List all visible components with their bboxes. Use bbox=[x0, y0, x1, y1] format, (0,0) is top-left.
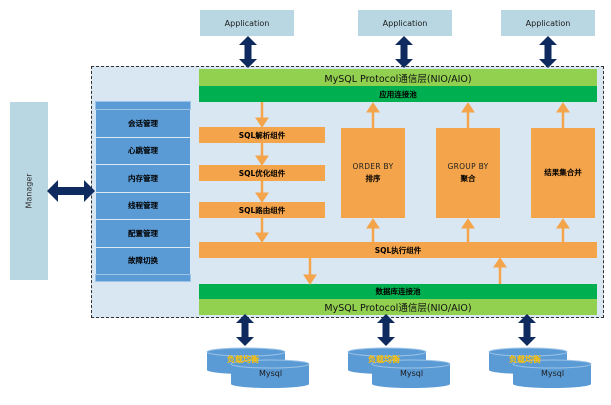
mysql-label: Mysql bbox=[400, 369, 424, 378]
module-label: 配置管理 bbox=[128, 228, 158, 238]
database-cylinder-front bbox=[512, 359, 592, 388]
arrow-executor-to-merge bbox=[556, 218, 570, 242]
module-label: 会话管理 bbox=[128, 118, 158, 128]
app-link-arrow-3 bbox=[539, 36, 557, 68]
module-label: 内存管理 bbox=[128, 173, 158, 183]
load-balance-label: 负载均衡 bbox=[368, 355, 400, 364]
arrow-parser-to-optimizer bbox=[255, 143, 269, 166]
db-link-arrow-1 bbox=[236, 314, 254, 346]
arrow-optimizer-to-router bbox=[255, 181, 269, 203]
processor-en-label: ORDER BY bbox=[352, 162, 394, 171]
app-pool-label: 应用连接池 bbox=[379, 89, 417, 99]
module-config: 配置管理 bbox=[96, 220, 190, 248]
module-label: 心跳管理 bbox=[128, 146, 158, 156]
component-label: SQL优化组件 bbox=[238, 168, 286, 178]
arrow-orderby-to-app-pool bbox=[366, 102, 380, 128]
arrow-executor-to-groupby bbox=[461, 218, 475, 242]
module-label: 线程管理 bbox=[128, 201, 158, 211]
processor-zh-label: 结果集合并 bbox=[544, 168, 582, 177]
application-label: Application bbox=[224, 18, 270, 28]
management-panel-top-bar bbox=[95, 101, 191, 110]
manager-link-arrow bbox=[47, 180, 95, 202]
top-protocol-layer: MySQL Protocol通信层(NIO/AIO) bbox=[199, 69, 597, 86]
app-connection-pool: 应用连接池 bbox=[199, 86, 597, 102]
manager-box: Manager bbox=[10, 102, 48, 280]
sql-router-component: SQL路由组件 bbox=[199, 202, 325, 218]
arrow-db-pool-to-executor bbox=[493, 257, 507, 284]
arrow-executor-to-orderby bbox=[366, 218, 380, 242]
sql-parser-component: SQL解析组件 bbox=[199, 127, 325, 143]
module-failover: 故障切换 bbox=[96, 247, 190, 274]
module-session: 会话管理 bbox=[96, 110, 190, 138]
result-merge-processor: 结果集合并 bbox=[531, 128, 595, 218]
db-link-arrow-3 bbox=[518, 314, 536, 346]
module-label: 故障切换 bbox=[128, 256, 158, 266]
processor-zh-label: 排序 bbox=[365, 174, 381, 183]
executor-label: SQL执行组件 bbox=[374, 245, 422, 255]
module-thread: 线程管理 bbox=[96, 192, 190, 220]
application-label: Application bbox=[525, 18, 571, 28]
load-balance-label: 负载均衡 bbox=[227, 355, 259, 364]
application-label: Application bbox=[382, 18, 428, 28]
app-link-arrow-2 bbox=[395, 36, 413, 68]
order-by-processor: ORDER BY 排序 bbox=[341, 128, 405, 218]
mysql-label: Mysql bbox=[541, 369, 565, 378]
module-memory: 内存管理 bbox=[96, 165, 190, 193]
top-protocol-label: MySQL Protocol通信层(NIO/AIO) bbox=[324, 73, 472, 85]
component-label: SQL解析组件 bbox=[238, 130, 286, 140]
arrow-executor-to-db-pool bbox=[303, 258, 317, 285]
db-link-arrow-2 bbox=[377, 314, 395, 346]
application-box-1: Application bbox=[200, 10, 294, 36]
arrow-pool-to-parser bbox=[255, 102, 269, 128]
bottom-protocol-label: MySQL Protocol通信层(NIO/AIO) bbox=[324, 303, 472, 314]
db-connection-pool: 数据库连接池 bbox=[199, 284, 597, 299]
application-box-3: Application bbox=[501, 10, 595, 36]
app-link-arrow-1 bbox=[239, 36, 257, 68]
processor-zh-label: 聚合 bbox=[460, 174, 476, 183]
db-pool-label: 数据库连接池 bbox=[375, 287, 421, 296]
management-panel-bottom-bar bbox=[95, 274, 191, 282]
database-cylinder-front bbox=[371, 359, 451, 388]
database-cylinder-front bbox=[230, 359, 310, 388]
mysql-label: Mysql bbox=[259, 369, 283, 378]
management-modules: 会话管理 心跳管理 内存管理 线程管理 配置管理 故障切换 bbox=[96, 110, 190, 274]
sql-optimizer-component: SQL优化组件 bbox=[199, 165, 325, 181]
group-by-processor: GROUP BY 聚合 bbox=[436, 128, 500, 218]
application-box-2: Application bbox=[358, 10, 452, 36]
module-heartbeat: 心跳管理 bbox=[96, 137, 190, 165]
load-balance-label: 负载均衡 bbox=[509, 355, 541, 364]
bottom-protocol-layer: MySQL Protocol通信层(NIO/AIO) bbox=[199, 299, 597, 315]
processor-en-label: GROUP BY bbox=[447, 162, 489, 171]
component-label: SQL路由组件 bbox=[238, 205, 286, 215]
sql-executor-component: SQL执行组件 bbox=[199, 242, 597, 258]
arrow-groupby-to-app-pool bbox=[461, 102, 475, 128]
arrow-merge-to-app-pool bbox=[556, 102, 570, 128]
arrow-router-to-executor bbox=[255, 218, 269, 243]
